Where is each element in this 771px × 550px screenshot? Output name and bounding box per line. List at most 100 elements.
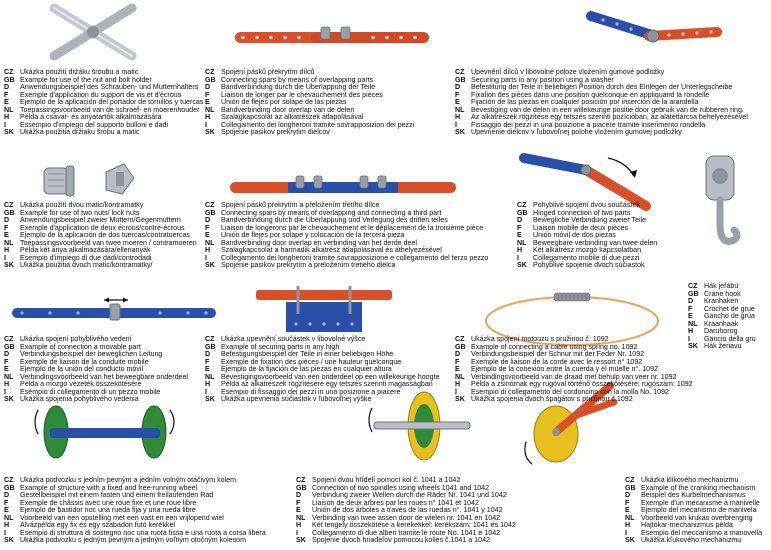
caption-text: Unión de dos árboles a través de las rue…	[312, 506, 503, 514]
caption-text: Ejemplo de la unión del conducto móvil	[20, 365, 144, 373]
language-code: I	[205, 387, 207, 396]
caption-text: Fixation des pièces dans une position qu…	[471, 90, 710, 99]
caption-line: GB Connecting spars by means of overlappi…	[205, 75, 414, 85]
language-code: GB	[205, 75, 216, 84]
language-code: NL	[296, 513, 306, 522]
language-code: I	[517, 253, 519, 262]
caption-text: Liaison de deux arbres par les roues n° …	[312, 498, 479, 507]
language-code: SK	[688, 342, 698, 350]
caption-text: Toepassingsvoorbeeld van de schroef- en …	[20, 105, 200, 114]
language-code: E	[688, 312, 693, 320]
illustration-wheel-chassis	[34, 405, 175, 459]
language-code: I	[455, 387, 457, 396]
language-code: SK	[4, 536, 14, 544]
language-code: CZ	[455, 335, 465, 343]
language-code: NL	[625, 513, 635, 522]
caption-line: E Ejemplo de la unión del conducto móvil	[4, 365, 188, 374]
caption-text: Collegamento dei longheroni tramite sovr…	[221, 120, 415, 129]
language-code: H	[4, 521, 10, 529]
language-code: E	[205, 365, 210, 373]
language-code: GB	[688, 289, 699, 298]
language-code: F	[205, 223, 210, 232]
caption-text: Esempio del meccanismo a manovella	[641, 528, 763, 537]
language-code: CZ	[4, 335, 14, 343]
caption-text: Verbindingsvoorbeeld van de draad met be…	[471, 372, 677, 381]
caption-text: Hák žeriavu	[704, 342, 742, 350]
language-code: E	[455, 365, 460, 373]
caption-text: Exemple de châssis avec une roue fixe et…	[20, 498, 197, 507]
language-code: CZ	[205, 68, 215, 76]
language-code: D	[205, 350, 211, 358]
language-code: NL	[205, 238, 215, 247]
caption-text: Connection of two spindles using wheels …	[312, 483, 490, 492]
caption-text: Esempio di collegamento di un pezzo mobi…	[20, 387, 161, 396]
language-code: SK	[4, 395, 14, 403]
caption-text: Pohyblivé spojenie dvoch súčiastok	[533, 261, 645, 269]
caption-text: Connecting spars by means of overlapping…	[221, 208, 442, 217]
caption-line: CZ Spojení pásků překrytím dílců	[205, 68, 414, 77]
caption-text: Anwendungsbeispiel zweier Muttern/Gegenm…	[20, 216, 181, 224]
caption-text: Exemple de liaison de la corde avec le r…	[471, 357, 643, 366]
language-code: I	[296, 528, 298, 537]
caption-text: Connecting spars by means of overlapping…	[221, 75, 374, 84]
caption-text: Spojení pásků překrytím dílců	[221, 68, 315, 76]
caption-text: Example for use of the nut and bolt hold…	[20, 75, 152, 84]
caption-text: Az alkatrészek rögzítése egy tetszés sze…	[471, 113, 748, 121]
language-code: D	[4, 83, 10, 91]
language-code: H	[205, 113, 211, 121]
language-code: GB	[455, 342, 466, 351]
language-code: I	[4, 528, 6, 537]
caption-text: Daruhorog	[704, 327, 738, 335]
language-code: E	[4, 365, 9, 373]
caption-text: Example of structure with a fixed and fr…	[20, 483, 198, 492]
caption-text: Gancio della gru	[704, 334, 756, 343]
caption-text: Crochet de grue	[704, 304, 755, 313]
caption-text: Példa a mozgó vezeték összekötésére	[20, 380, 142, 388]
language-code: D	[4, 216, 10, 224]
language-code: I	[205, 120, 207, 129]
caption-text: Verbindungsbeispiel der beweglichen Leit…	[20, 350, 163, 358]
caption-text: Example of securing parts in any high	[221, 342, 340, 351]
caption-text: Verbindungsbeispiel der Schnur mit der F…	[471, 350, 645, 358]
language-code: SK	[517, 261, 527, 269]
caption-text: Bevestigingsvoorbeeld van een onderdeel …	[221, 372, 440, 381]
language-code: CZ	[4, 476, 14, 484]
caption-text: Hajtókar-mechanizmus példa	[641, 521, 733, 529]
language-code: D	[688, 297, 694, 305]
caption-text: Ukázka upevnění součástek v libovolné vý…	[221, 335, 366, 343]
caption-text: Toepassingsvoorbeeld van twee moeren / c…	[20, 238, 197, 247]
language-code: SK	[625, 536, 635, 544]
caption-text: Ukázka podvozku s jedním pevným a jedním…	[20, 476, 237, 484]
